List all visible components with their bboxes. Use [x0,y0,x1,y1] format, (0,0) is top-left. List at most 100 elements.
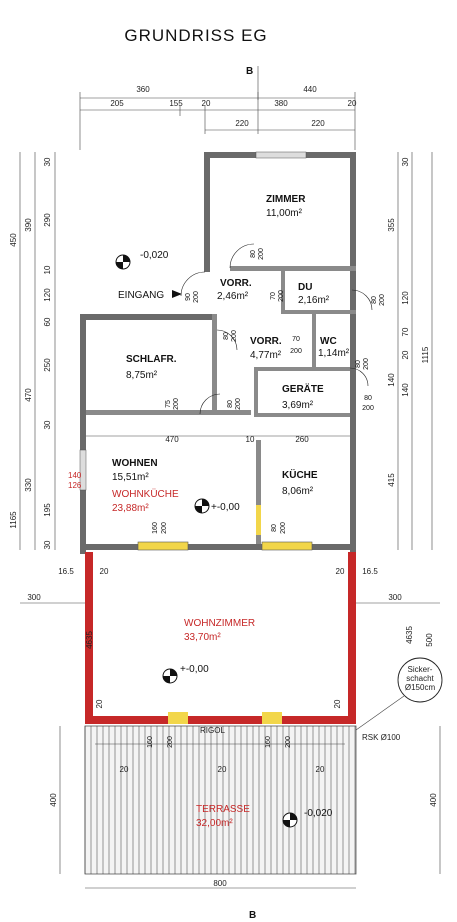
room-name-kueche: KÜCHE [282,468,318,481]
section-mark-top: B [246,66,253,77]
dim-right-140: 140 [387,373,396,387]
room-name-zimmer: ZIMMER [266,194,306,205]
window-label-126: 126 [68,481,82,490]
label-sicker-3: Ø150cm [405,683,436,692]
dim-right-20: 20 [401,350,410,359]
door-d8-h: 200 [235,398,242,410]
room-name-vorr1: VORR. [220,278,252,289]
dim-left-330: 330 [24,478,33,492]
right-dimensions: 1115 355 140 415 30 120 70 20 140 [387,152,433,550]
door-d11-w: 160 [152,522,159,534]
door-d6-w: 70 [292,336,300,343]
level-marker-entry [115,254,131,270]
level-marker-wohnen [194,498,210,514]
door-d12-w: 80 [271,524,278,532]
dim-terrace-400-left: 400 [49,793,58,807]
section-mark-bottom: B [249,910,256,921]
dim-terrace-800: 800 [213,879,227,888]
dim-left-10: 10 [43,265,52,274]
door-d14-w: 160 [265,736,272,748]
dim-liv-300-left: 300 [27,593,41,602]
plan-title: GRUNDRISS EG [124,26,267,45]
door-d8-w: 80 [227,400,234,408]
dim-left-390: 390 [24,218,33,232]
room-area-kueche: 8,06m² [282,486,314,497]
room-area-wc: 1,14m² [318,348,350,359]
room-name-du: DU [298,282,312,293]
door-d13-h: 200 [167,736,174,748]
dim-liv-165-right: 16.5 [362,567,378,576]
dim-mid-470: 470 [165,435,179,444]
dim-left-30c: 30 [43,540,52,549]
label-rsk: RSK Ø100 [362,733,401,742]
dim-terrace-20b: 20 [218,765,227,774]
dim-left-30b: 30 [43,420,52,429]
dim-liv-165-left: 16.5 [58,567,74,576]
dim-liv-300-right: 300 [388,593,402,602]
level-marker-terrasse [282,812,298,828]
door-d11-h: 200 [161,522,168,534]
living-dimensions: 300 16.5 4635 300 16.5 4635 20 500 20 20… [20,567,440,708]
dim-right-1115: 1115 [421,346,430,363]
dim-left-450: 450 [9,233,18,247]
dim-top-20a: 20 [202,99,211,108]
room-area-vorr2: 4,77m² [250,350,282,361]
dim-right-140b: 140 [401,383,410,397]
room-area-vorr1: 2,46m² [217,291,249,302]
dim-left-60: 60 [43,317,52,326]
dim-top-20b: 20 [348,99,357,108]
dim-top-220a: 220 [235,119,249,128]
door-d2-h: 200 [258,248,265,260]
dim-right-415: 415 [387,473,396,487]
dim-terrace-20a: 20 [120,765,129,774]
room-area-zimmer: 11,00m² [266,208,303,219]
dim-liv-500-right: 500 [425,633,434,647]
dim-left-1165: 1165 [9,511,18,529]
dim-top-220b: 220 [311,119,325,128]
room-name-vorr2: VORR. [250,336,282,347]
room-area-geraete: 3,69m² [282,400,314,411]
dim-left-250: 250 [43,358,52,372]
windows [79,151,313,551]
dim-top-205: 205 [110,99,124,108]
room-name-wohnzimmer: WOHNZIMMER [184,618,255,629]
door-d4-w: 80 [223,332,230,340]
door-d6-h: 200 [290,348,302,355]
level-wohnzimmer: +-0,00 [180,664,209,675]
dim-right-355: 355 [387,218,396,232]
dim-top-440: 440 [303,85,317,94]
dim-terrace-20c: 20 [316,765,325,774]
room-area-terrasse: 32,00m² [196,818,233,829]
dim-top-155: 155 [169,99,183,108]
room-area-schlafr: 8,75m² [126,370,158,381]
level-terrasse: -0,020 [304,808,333,819]
dim-mid-10: 10 [246,435,255,444]
door-d1-h: 200 [193,291,200,303]
door-d14-h: 200 [285,736,292,748]
dim-top-360: 360 [136,85,150,94]
walls: 470 10 260 [80,152,356,554]
entry-arrow-icon [172,290,182,298]
room-name-wc: WC [320,336,337,347]
dim-liv-20b: 20 [95,699,104,708]
wohnzimmer-walls [85,552,356,724]
level-wohnen: +-0,00 [211,502,240,513]
dim-liv-20a: 20 [100,567,109,576]
dim-right-120: 120 [401,291,410,305]
dim-liv-20c: 20 [333,699,342,708]
dim-right-70: 70 [401,327,410,336]
dim-left-195: 195 [43,503,52,517]
rsk-pipe-line [355,695,405,731]
sickerschacht-icon [397,657,443,703]
room-name-wohnkueche: WOHNKÜCHE [112,488,179,500]
label-sicker-2: schacht [406,674,434,683]
door-d10-w: 80 [364,395,372,402]
dim-left-30a: 30 [43,157,52,166]
dim-left-470: 470 [24,388,33,402]
top-dimensions: 360 440 205 155 20 380 20 220 220 [79,85,357,150]
door-d13-w: 160 [147,736,154,748]
room-name-geraete: GERÄTE [282,382,324,395]
label-eingang: EINGANG [118,290,164,301]
left-dimensions: 450 1165 390 470 330 30 290 10 120 60 25… [9,152,56,550]
